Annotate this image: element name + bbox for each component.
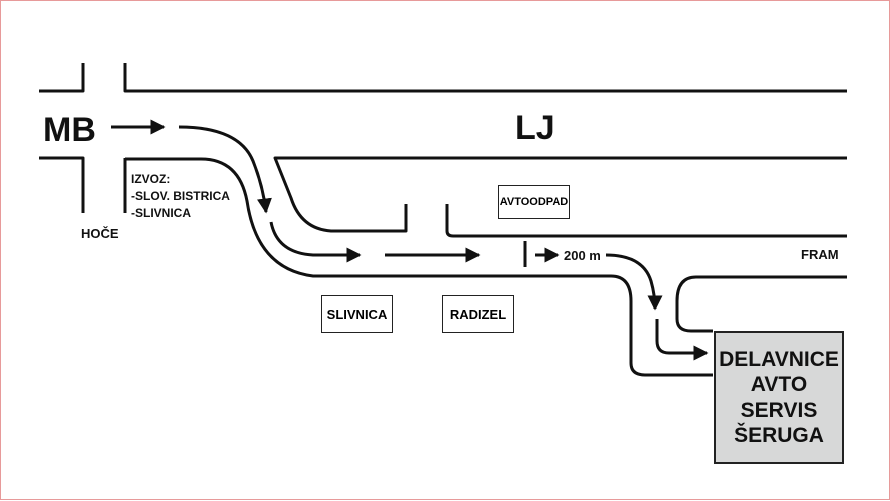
exit-destination-slivnica: -SLIVNICA bbox=[131, 205, 191, 220]
arrow-curve-to-exit bbox=[178, 125, 272, 214]
landmark-avtoodpad: AVTOODPAD bbox=[498, 185, 570, 219]
slivnica-road-edge bbox=[445, 204, 847, 238]
crossroad-top-left bbox=[39, 63, 85, 93]
highway-top-edge bbox=[123, 63, 847, 93]
fram-label: FRAM bbox=[801, 247, 839, 262]
lj-label: LJ bbox=[515, 109, 555, 147]
destination-line-2: AVTO bbox=[750, 373, 808, 397]
landmark-slivnica: SLIVNICA bbox=[321, 295, 393, 333]
destination-line-1: DELAVNICE bbox=[719, 348, 839, 372]
crossroad-bottom-left bbox=[39, 156, 85, 213]
exit-road-outer bbox=[125, 157, 713, 377]
arrow-to-destination bbox=[655, 319, 709, 361]
arrow-exit-turn bbox=[269, 221, 362, 263]
exit-destination-bistrica: -SLOV. BISTRICA bbox=[131, 188, 230, 203]
arrow-curve-down bbox=[605, 253, 663, 311]
fram-road-edge bbox=[675, 275, 847, 333]
destination-line-4: ŠERUGA bbox=[734, 423, 824, 447]
highway-lower-edge bbox=[273, 156, 847, 233]
distance-label: 200 m bbox=[564, 248, 601, 263]
destination-line-3: SERVIS bbox=[740, 398, 818, 422]
landmark-radizel: RADIZEL bbox=[442, 295, 514, 333]
destination-box: DELAVNICE AVTO SERVIS ŠERUGA bbox=[714, 331, 844, 464]
exit-title: IZVOZ: bbox=[131, 172, 171, 186]
mb-label: MB bbox=[43, 111, 96, 149]
hoce-label: HOČE bbox=[81, 226, 119, 241]
exit-sign: IZVOZ: -SLOV. BISTRICA -SLIVNICA bbox=[131, 171, 230, 221]
